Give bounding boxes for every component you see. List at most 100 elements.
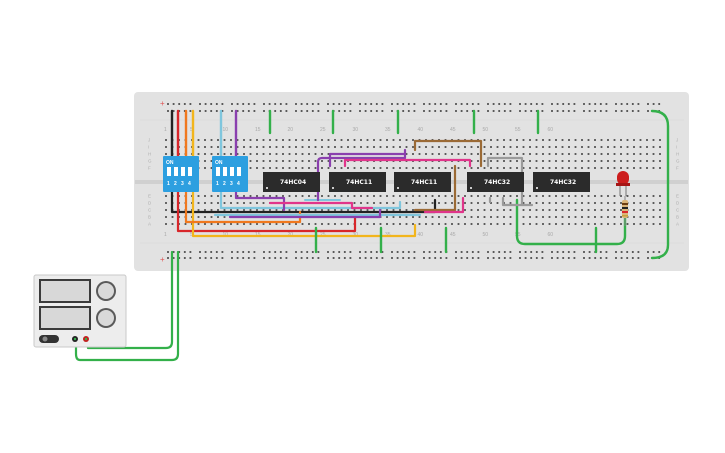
breadboard-hole [423,110,425,112]
breadboard-hole [438,167,440,169]
breadboard-hole [223,223,226,225]
rail-plus-bottom: + [160,255,165,264]
breadboard-hole [364,103,367,105]
breadboard-hole [542,167,544,169]
breadboard-hole [541,251,544,253]
breadboard-hole [295,257,297,259]
breadboard-hole [223,139,226,141]
chip-74hc11-a[interactable]: 74HC11 [329,172,386,192]
breadboard-hole [334,223,336,225]
breadboard-hole [600,223,603,225]
breadboard-hole [555,139,557,141]
breadboard-hole [269,167,271,169]
breadboard-hole [359,103,361,105]
breadboard-hole [249,202,252,204]
chip-74hc11-b[interactable]: 74HC11 [394,172,451,192]
breadboard-hole [542,160,544,162]
breadboard-hole [457,223,460,225]
breadboard-hole [167,251,169,253]
breadboard-hole [646,216,648,218]
breadboard-hole [561,153,564,155]
breadboard-hole [308,195,310,197]
breadboard-hole [647,110,649,112]
resistor[interactable] [622,196,628,226]
breadboard-hole [399,216,401,218]
breadboard-hole [321,153,323,155]
breadboard-hole [561,160,564,162]
breadboard-hole [568,160,570,162]
breadboard-hole [633,216,635,218]
breadboard-hole [288,146,291,148]
breadboard-hole [535,195,538,197]
breadboard-hole [340,167,343,169]
breadboard-hole [561,216,564,218]
breadboard-hole [197,139,200,141]
breadboard-hole [314,139,317,141]
breadboard-hole [646,202,648,204]
breadboard-hole [652,216,655,218]
breadboard-hole [288,153,291,155]
breadboard-hole [496,216,499,218]
breadboard-hole [247,110,250,112]
dip-switch-2[interactable]: ON 1 2 3 4 [212,156,248,192]
breadboard-hole [370,257,373,259]
column-number: 60 [548,232,554,238]
breadboard-hole [412,153,414,155]
chip-74hc04[interactable]: 74HC04 [263,172,320,192]
breadboard-hole [639,209,642,211]
breadboard-hole [658,251,661,253]
breadboard-hole [626,167,629,169]
chip-74hc32-b[interactable]: 74HC32 [533,172,590,192]
breadboard-hole [338,110,341,112]
breadboard-hole [396,251,399,253]
breadboard-hole [509,139,512,141]
breadboard-hole [522,209,525,211]
breadboard-hole [327,153,330,155]
breadboard-hole [167,257,169,259]
breadboard-hole [483,146,486,148]
power-switch[interactable] [39,335,59,343]
power-supply[interactable] [33,274,127,348]
breadboard-hole [574,195,577,197]
breadboard-hole [308,223,310,225]
breadboard-hole [230,153,232,155]
breadboard-hole [522,160,525,162]
breadboard-hole [633,153,635,155]
dip-switch-1[interactable]: ON 1 2 3 4 [163,156,199,192]
breadboard-hole [334,209,336,211]
breadboard-hole [217,139,219,141]
breadboard-hole [455,257,457,259]
chip-74hc32-a[interactable]: 74HC32 [467,172,524,192]
breadboard-hole [412,195,414,197]
breadboard-hole [490,153,492,155]
breadboard-hole [607,160,609,162]
breadboard-hole [646,195,648,197]
breadboard-hole [288,160,291,162]
breadboard-hole [620,103,623,105]
breadboard-hole [295,110,297,112]
breadboard-hole [519,110,521,112]
breadboard-hole [587,139,590,141]
breadboard-hole [607,216,609,218]
breadboard-hole [457,209,460,211]
breadboard-hole [492,257,495,259]
column-number: 55 [515,127,521,133]
breadboard-hole [282,146,284,148]
breadboard-hole [519,103,521,105]
breadboard-hole [236,223,239,225]
breadboard-hole [210,103,213,105]
breadboard-hole [405,139,408,141]
breadboard-hole [360,209,362,211]
breadboard-hole [412,216,414,218]
breadboard-hole [516,139,518,141]
breadboard-hole [412,202,414,204]
breadboard-hole [490,216,492,218]
breadboard-hole [204,103,207,105]
led-red[interactable] [616,171,630,196]
row-letter: H [676,152,679,157]
breadboard-hole [249,167,252,169]
breadboard-hole [541,103,544,105]
breadboard-hole [503,160,505,162]
breadboard-hole [626,251,629,253]
breadboard-hole [607,146,609,148]
